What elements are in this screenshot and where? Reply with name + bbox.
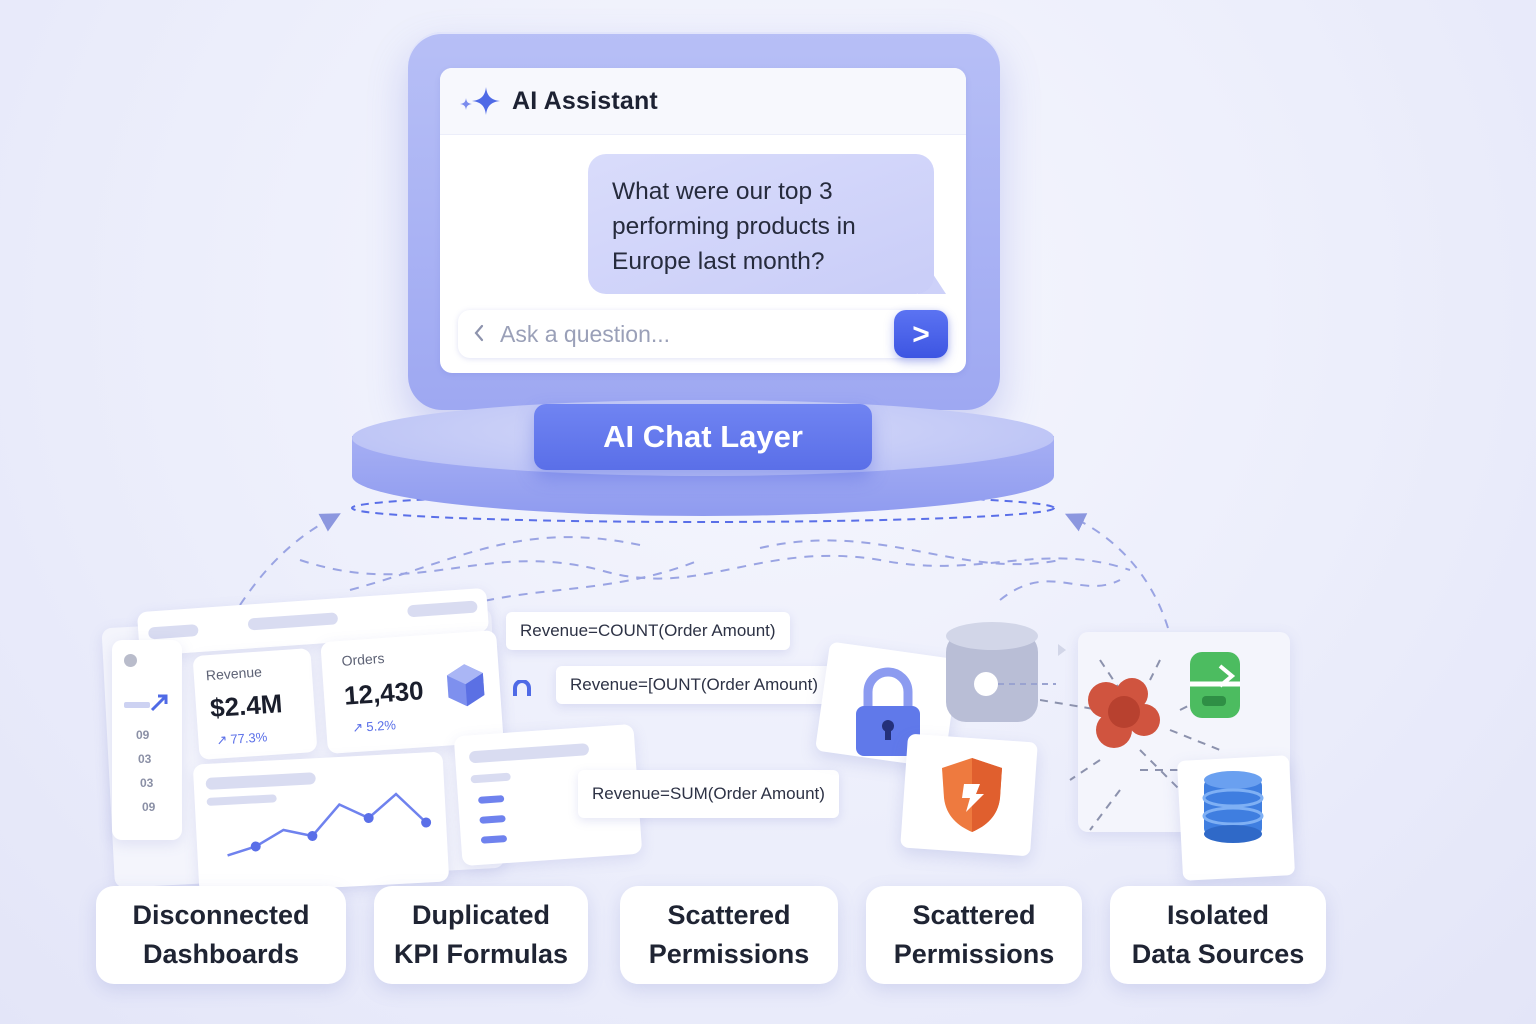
lock-icon xyxy=(850,664,926,765)
database-icon xyxy=(1202,770,1264,849)
send-button[interactable]: > xyxy=(894,310,948,358)
file-share-icon xyxy=(1188,650,1246,725)
chat-window: AI Assistant What were our top 3 perform… xyxy=(440,68,966,373)
formula-ount: Revenue=[OUNT(Order Amount) xyxy=(556,666,833,704)
sparkle-icon xyxy=(458,86,502,116)
sidebar-item[interactable]: 09 xyxy=(136,728,150,742)
puzzle-icon xyxy=(1084,678,1162,757)
sidebar-item[interactable]: 03 xyxy=(138,752,152,766)
chevron-left-icon xyxy=(472,322,486,349)
revenue-delta: 77.3% xyxy=(229,729,268,747)
sidebar-item[interactable]: 03 xyxy=(140,776,154,790)
database-gray-icon xyxy=(946,622,1066,731)
trend-icon xyxy=(124,692,170,714)
label-scattered-permissions-2: Scattered Permissions xyxy=(866,886,1082,984)
label-scattered-permissions-1: Scattered Permissions xyxy=(620,886,838,984)
assistant-title: AI Assistant xyxy=(512,86,658,115)
up-arrow-icon: ↗ xyxy=(215,732,228,748)
sidebar-item[interactable]: 09 xyxy=(142,800,156,814)
label-duplicated-kpi-formulas: Duplicated KPI Formulas xyxy=(374,886,588,984)
shield-icon xyxy=(940,756,1004,839)
status-dot-icon xyxy=(124,654,137,667)
chart-point xyxy=(363,812,374,823)
question-input-bar: > xyxy=(458,310,948,358)
line-chart xyxy=(227,792,432,857)
label-isolated-data-sources: Isolated Data Sources xyxy=(1110,886,1326,984)
line-chart-card xyxy=(192,751,450,895)
question-input[interactable] xyxy=(498,316,882,352)
chart-point xyxy=(421,817,432,828)
revenue-label: Revenue xyxy=(205,663,263,684)
chat-header: AI Assistant xyxy=(440,68,966,135)
layer-label: AI Chat Layer xyxy=(534,404,872,470)
dashboard-sidebar: 09 03 03 09 xyxy=(112,640,182,840)
user-message: What were our top 3 performing products … xyxy=(588,154,934,294)
orders-value: 12,430 xyxy=(343,675,425,711)
chart-point xyxy=(250,841,261,852)
label-disconnected-dashboards: Disconnected Dashboards xyxy=(96,886,346,984)
revenue-value: $2.4M xyxy=(209,688,284,724)
chart-point xyxy=(307,830,318,841)
orders-delta: 5.2% xyxy=(365,717,397,735)
orders-card: Orders 12,430 5.2% ↗ xyxy=(320,629,504,755)
formula-count: Revenue=COUNT(Order Amount) xyxy=(506,612,790,650)
chart-line xyxy=(227,792,427,857)
cube-icon xyxy=(444,661,487,715)
revenue-card: Revenue $2.4M 77.3% ↗ xyxy=(192,648,318,760)
formula-sum: Revenue=SUM(Order Amount) xyxy=(578,770,839,818)
up-arrow-icon: ↗ xyxy=(351,719,364,736)
orders-label: Orders xyxy=(341,649,385,669)
magnet-icon xyxy=(512,679,532,703)
